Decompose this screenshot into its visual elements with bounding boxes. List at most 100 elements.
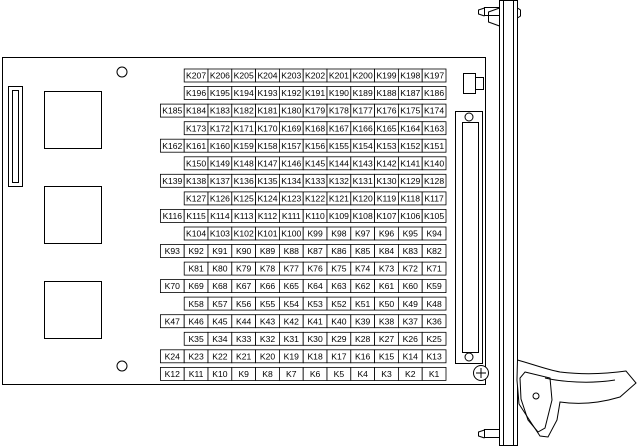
relay-k145: K145 [302, 156, 328, 171]
relay-label: K4 [357, 369, 368, 379]
relay-label: K76 [307, 264, 323, 274]
relay-k90: K90 [231, 244, 257, 258]
relay-label: K30 [307, 334, 323, 344]
relay-label: K59 [426, 281, 442, 291]
relay-k190: K190 [326, 86, 352, 100]
relay-k13: K13 [421, 349, 447, 364]
relay-k29: K29 [326, 331, 352, 346]
relay-k111: K111 [278, 208, 304, 223]
relay-label: K153 [376, 141, 396, 151]
relay-label: K25 [426, 334, 442, 344]
relay-label: K117 [424, 194, 444, 204]
relay-label: K50 [379, 299, 395, 309]
relay-label: K8 [262, 369, 273, 379]
relay-label: K127 [186, 194, 206, 204]
relay-k136: K136 [231, 173, 257, 188]
front-panel [488, 0, 521, 446]
relay-k39: K39 [350, 314, 375, 329]
relay-label: K69 [188, 281, 204, 291]
relay-label: K190 [329, 88, 349, 98]
relay-k84: K84 [374, 244, 399, 258]
relay-k30: K30 [302, 331, 328, 346]
relay-k28: K28 [350, 331, 375, 346]
relay-k64: K64 [302, 279, 328, 294]
relay-k7: K7 [278, 366, 304, 381]
relay-label: K18 [307, 351, 323, 361]
relay-label: K70 [165, 281, 181, 291]
relay-k139: K139 [159, 173, 185, 188]
relay-k119: K119 [374, 191, 399, 206]
relay-label: K197 [424, 71, 444, 81]
relay-k33: K33 [231, 331, 257, 346]
relay-label: K131 [353, 176, 373, 186]
relay-label: K114 [210, 211, 230, 221]
relay-label: K57 [212, 299, 228, 309]
relay-label: K191 [305, 88, 325, 98]
relay-k181: K181 [255, 103, 280, 118]
relay-k135: K135 [255, 173, 280, 188]
relay-k197: K197 [421, 68, 447, 83]
relay-k153: K153 [374, 138, 399, 153]
header-connector [463, 73, 484, 94]
relay-label: K12 [165, 369, 181, 379]
relay-label: K130 [376, 176, 396, 186]
relay-label: K24 [165, 351, 181, 361]
relay-label: K88 [284, 246, 300, 256]
relay-label: K144 [329, 158, 349, 168]
relay-label: K36 [426, 316, 442, 326]
relay-label: K6 [310, 369, 321, 379]
relay-k164: K164 [397, 121, 423, 136]
relay-label: K134 [281, 176, 301, 186]
relay-k144: K144 [326, 156, 352, 171]
relay-label: K23 [188, 351, 204, 361]
relay-label: K155 [329, 141, 349, 151]
relay-k115: K115 [183, 208, 209, 223]
relay-label: K183 [210, 106, 230, 116]
relay-k105: K105 [421, 208, 447, 223]
relay-label: K83 [403, 246, 419, 256]
relay-k41: K41 [302, 314, 328, 329]
relay-k98: K98 [326, 226, 352, 241]
relay-k101: K101 [255, 226, 280, 241]
relay-k75: K75 [326, 261, 352, 276]
relay-k8: K8 [255, 366, 280, 381]
relay-k50: K50 [374, 296, 399, 311]
relay-k27: K27 [374, 331, 399, 346]
relay-k131: K131 [350, 173, 375, 188]
relay-label: K201 [329, 71, 349, 81]
relay-k202: K202 [302, 68, 328, 83]
relay-label: K170 [257, 123, 277, 133]
relay-k68: K68 [207, 279, 233, 294]
relay-k137: K137 [207, 173, 233, 188]
relay-label: K145 [305, 158, 325, 168]
relay-label: K100 [281, 229, 301, 239]
relay-k85: K85 [350, 244, 375, 258]
relay-k102: K102 [231, 226, 257, 241]
chip-2 [44, 186, 102, 244]
relay-label: K147 [257, 158, 277, 168]
relay-label: K182 [234, 106, 254, 116]
relay-label: K41 [307, 316, 323, 326]
relay-label: K139 [162, 176, 182, 186]
relay-label: K185 [162, 106, 182, 116]
relay-label: K26 [403, 334, 419, 344]
relay-label: K80 [212, 264, 228, 274]
relay-k5: K5 [326, 366, 352, 381]
relay-k204: K204 [255, 68, 280, 83]
relay-label: K158 [257, 141, 277, 151]
relay-label: K16 [355, 351, 371, 361]
relay-k156: K156 [302, 138, 328, 153]
relay-label: K156 [305, 141, 325, 151]
relay-label: K40 [331, 316, 347, 326]
relay-k56: K56 [231, 296, 257, 311]
relay-k170: K170 [255, 121, 280, 136]
relay-k171: K171 [231, 121, 257, 136]
relay-label: K95 [403, 229, 419, 239]
relay-k143: K143 [350, 156, 375, 171]
relay-label: K34 [212, 334, 228, 344]
relay-label: K73 [379, 264, 395, 274]
relay-k167: K167 [326, 121, 352, 136]
relay-label: K129 [400, 176, 420, 186]
relay-label: K121 [329, 194, 349, 204]
relay-label: K113 [234, 211, 254, 221]
